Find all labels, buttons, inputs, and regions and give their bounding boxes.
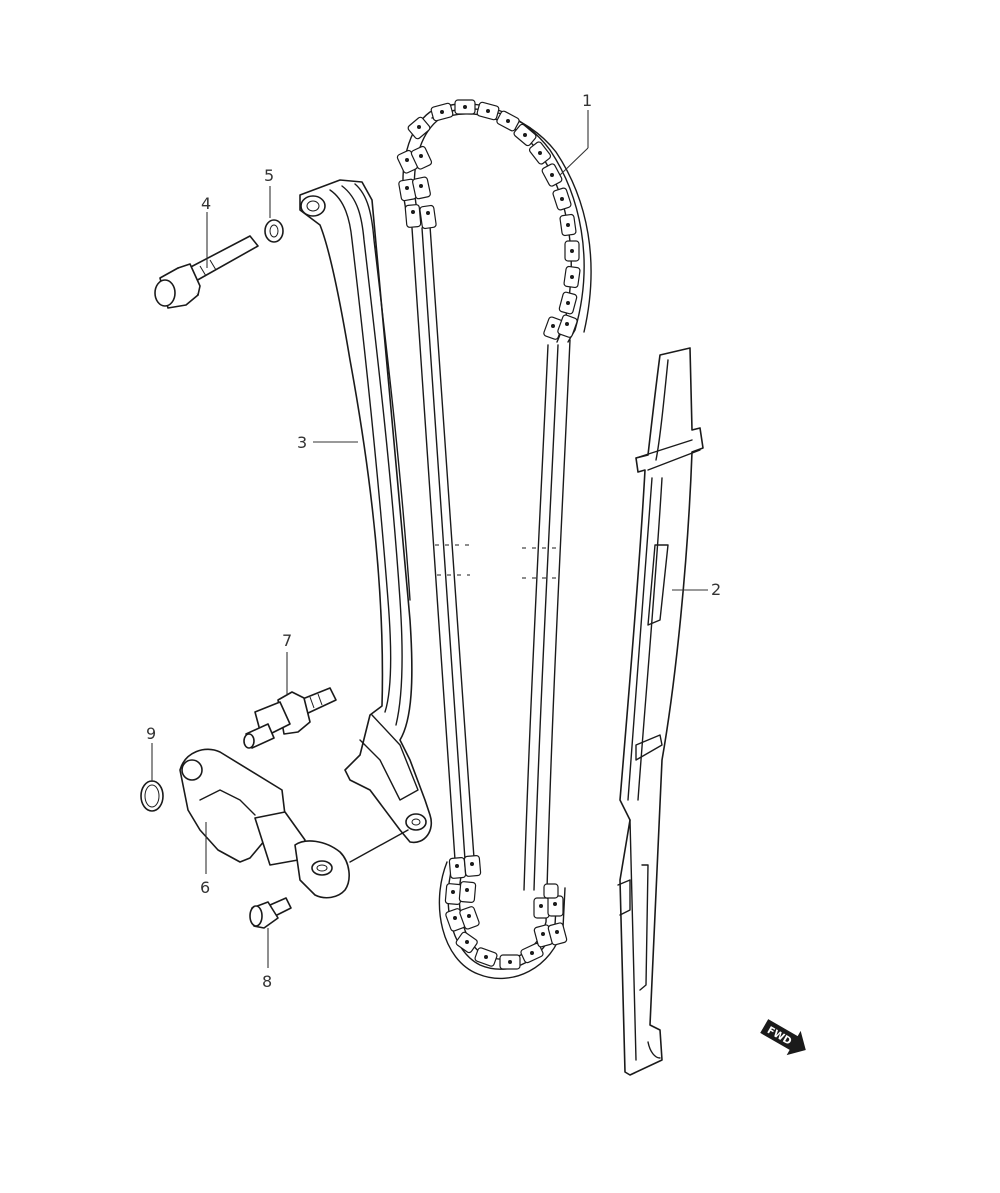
bolt-4[interactable] [154, 235, 259, 309]
callout-4: 4 [201, 194, 211, 213]
fwd-arrow-icon: FWD [760, 1019, 806, 1056]
callout-8: 8 [262, 972, 272, 991]
washer-5[interactable] [264, 219, 284, 243]
callout-2: 2 [711, 580, 721, 599]
callout-7: 7 [282, 631, 292, 650]
chain-links-top [396, 99, 581, 340]
callout-9: 9 [146, 724, 156, 743]
cam-chain[interactable] [396, 99, 592, 980]
circlip-9[interactable] [140, 780, 164, 812]
callout-6: 6 [200, 878, 210, 897]
tensioner-adjuster-6[interactable] [179, 748, 350, 899]
bolt-8[interactable] [249, 897, 292, 929]
callout-3: 3 [297, 433, 307, 452]
callout-5: 5 [264, 166, 274, 185]
adjuster-to-guide-line [349, 829, 409, 863]
leader-lines [151, 110, 708, 968]
callout-1: 1 [582, 91, 592, 110]
tensioner-guide[interactable] [299, 179, 432, 844]
chain-guide[interactable] [617, 347, 704, 1076]
chain-links-bottom [444, 854, 568, 970]
stud-bolt-7[interactable] [243, 687, 337, 749]
